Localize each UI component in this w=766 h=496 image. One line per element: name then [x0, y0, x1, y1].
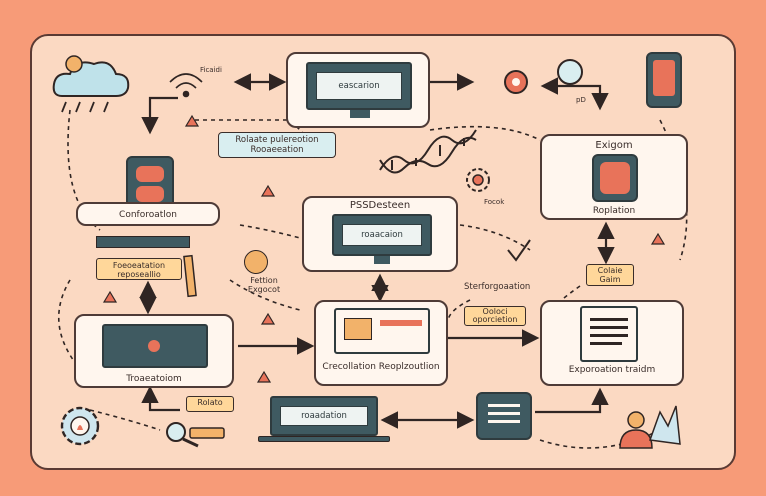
laptop-text: roaadation: [301, 411, 347, 421]
checkmark-icon: [507, 239, 531, 262]
location-pin-icon: [504, 70, 528, 94]
small-item-icon: [244, 250, 268, 274]
bar-left: [96, 236, 190, 248]
magnifier-icon: [166, 422, 225, 448]
dashed-left-center: [239, 224, 301, 239]
note-left: Foeoeatation reposeallio: [96, 258, 182, 280]
phone-left-btn2: [136, 186, 164, 202]
bc-window: [344, 318, 372, 340]
card-bottom-right[interactable]: Exporoation traidm: [540, 300, 684, 386]
document-center[interactable]: [476, 392, 532, 440]
monitor-bottom-left-dot: [148, 340, 160, 352]
chat-bubble-icon: [557, 59, 583, 85]
tag-top: Rolaate pulereotion Rooaeeation: [218, 132, 336, 158]
pencil-icon: [183, 254, 197, 298]
cloud-rain-icon: [52, 55, 130, 113]
arrow-right-top: [540, 77, 609, 111]
monitor-stand: [350, 110, 370, 118]
bc-bar: [380, 320, 422, 326]
gear-icon-large: [60, 406, 100, 446]
tiny-label-top-right: pD: [576, 96, 586, 104]
dashed-center-right-3: [447, 299, 471, 321]
monitor-bottom-left: [102, 324, 208, 368]
monitor-top-text: eascarion: [338, 81, 380, 91]
small-item-label: Fettion Exgocot: [247, 276, 281, 294]
bottom-left-label: Troaeatoiom: [126, 374, 182, 384]
note-mid-right: Ooloci oporcietion: [464, 306, 526, 326]
dashed-left-1: [67, 109, 101, 231]
card-center[interactable]: PSSDesteen roaacaion: [302, 196, 458, 272]
wifi-icon: [169, 73, 203, 98]
dashed-center-right-2: [459, 224, 531, 251]
card-top-screen[interactable]: eascarion: [286, 52, 430, 128]
bottom-center-label: Crecollation Reoplzoutlion: [322, 362, 440, 372]
arrow-bl-laptop: [141, 385, 180, 412]
dashed-bottom-left: [89, 409, 161, 431]
arrow-doc-right: [535, 387, 609, 414]
note-bottom: Rolato: [186, 396, 234, 412]
card-right-top[interactable]: Exigom Roplation: [540, 134, 688, 220]
dna-icon: [379, 129, 477, 174]
device-right-alert: [600, 162, 630, 194]
left-card-label: Conforoatlon: [119, 210, 177, 220]
phone-screen: [653, 60, 675, 96]
monitor-center-stand: [374, 256, 390, 264]
phone-top-right[interactable]: [646, 52, 682, 108]
right-caption: Roplation: [592, 206, 636, 216]
arrow-left-phone: [141, 96, 178, 135]
card-bottom-left[interactable]: Troaeatoiom: [74, 314, 234, 388]
monitor-bottom-center: [334, 308, 430, 354]
center-title: PSSDesteen: [349, 200, 411, 211]
gear-icon: [466, 168, 490, 192]
doc-bottom-right: [580, 306, 638, 362]
bottom-right-label: Exporoation traidm: [568, 365, 656, 375]
phone-left[interactable]: [126, 156, 174, 208]
monitor-center-text: roaacaion: [361, 230, 403, 240]
monitor-center: roaacaion: [332, 214, 432, 256]
right-title: Exigom: [595, 140, 633, 151]
card-bottom-center[interactable]: Crecollation Reoplzoutlion: [314, 300, 448, 386]
monitor-top: eascarion: [306, 62, 412, 110]
phone-left-btn1: [136, 166, 164, 182]
person-icon: [619, 405, 681, 449]
tiny-label-top: Ficaidi: [200, 66, 222, 74]
center-tiny-label: Focok: [484, 198, 505, 206]
card-left-label[interactable]: Conforoatlon: [76, 202, 220, 226]
device-right: [592, 154, 638, 202]
mid-right-text: Sterforgoaation: [464, 282, 531, 292]
alert-icon: [102, 114, 666, 383]
laptop[interactable]: roaadation: [270, 396, 378, 436]
note-right: Colaie Gaim: [586, 264, 634, 286]
laptop-base: [258, 436, 390, 442]
